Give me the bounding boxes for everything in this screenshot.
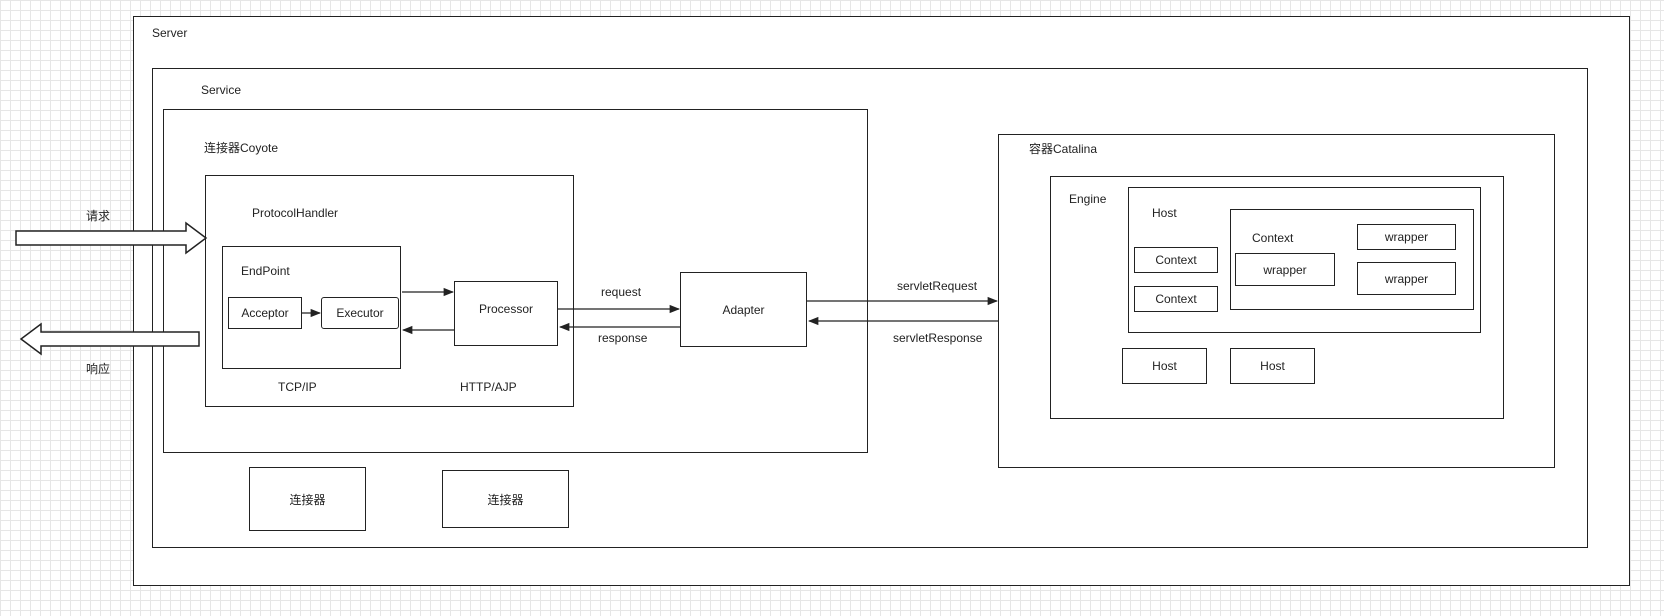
server-label: Server [152, 26, 188, 40]
request-in-label: 请求 [86, 209, 111, 223]
context-small-box-2: Context [1134, 286, 1218, 312]
host-label: Host [1152, 206, 1177, 220]
wrapper-box-3: wrapper [1357, 262, 1456, 295]
servlet-response-label: servletResponse [893, 331, 983, 345]
wrapper-box-1: wrapper [1357, 224, 1456, 250]
container-catalina-label: 容器Catalina [1029, 142, 1098, 156]
host-box-3: Host [1230, 348, 1315, 384]
service-label: Service [201, 83, 242, 97]
servlet-request-label: servletRequest [897, 279, 978, 293]
processor-box: Processor [454, 281, 558, 346]
acceptor-box: Acceptor [228, 297, 302, 329]
connector-coyote-label: 连接器Coyote [204, 141, 279, 155]
context-small-box-1: Context [1134, 247, 1218, 273]
protocol-handler-label: ProtocolHandler [252, 206, 339, 220]
tcpip-label: TCP/IP [278, 380, 317, 394]
httpajp-label: HTTP/AJP [460, 380, 517, 394]
endpoint-label: EndPoint [241, 264, 290, 278]
wrapper-box-2: wrapper [1235, 253, 1335, 286]
adapter-box: Adapter [680, 272, 807, 347]
response-label: response [598, 331, 648, 345]
executor-box: Executor [321, 297, 399, 329]
host-box-2: Host [1122, 348, 1207, 384]
context-label: Context [1252, 231, 1294, 245]
connector-box-3: 连接器 [442, 470, 569, 528]
request-label: request [601, 285, 642, 299]
engine-label: Engine [1069, 192, 1107, 206]
response-out-label: 响应 [86, 362, 111, 376]
connector-box-2: 连接器 [249, 467, 366, 531]
